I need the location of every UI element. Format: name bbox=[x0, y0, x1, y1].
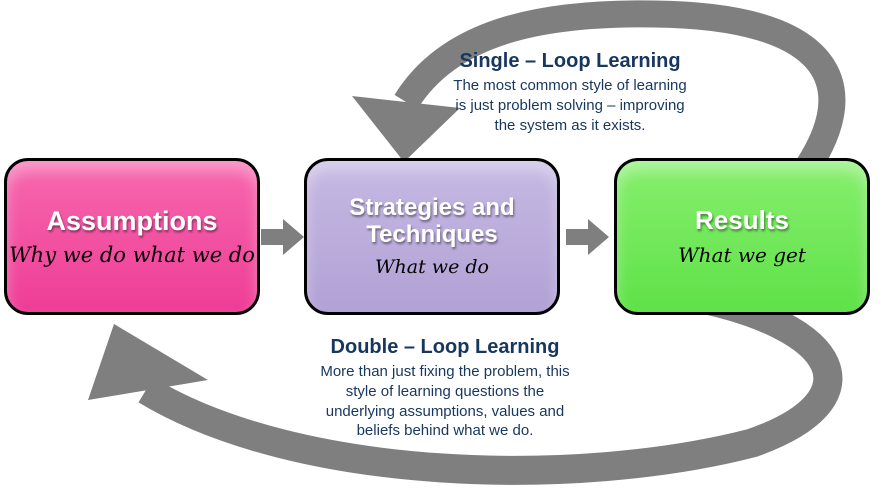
assumptions-box: Assumptions Why we do what we do bbox=[4, 158, 260, 315]
single-loop-line-3: the system as it exists. bbox=[494, 116, 646, 134]
double-loop-title: Double – Loop Learning bbox=[330, 336, 560, 358]
single-loop-label: Single – Loop Learning The most common s… bbox=[400, 50, 740, 135]
double-loop-arrow bbox=[138, 281, 843, 485]
double-loop-line-3: underlying assumptions, values and bbox=[325, 402, 565, 420]
single-loop-title: Single – Loop Learning bbox=[459, 50, 681, 72]
double-loop-line-4: beliefs behind what we do. bbox=[356, 422, 534, 440]
assumptions-title: Assumptions bbox=[46, 205, 218, 236]
single-loop-arrowhead-icon bbox=[352, 96, 460, 162]
double-loop-line-1: More than just fixing the problem, this bbox=[320, 363, 570, 380]
results-subtitle: What we get bbox=[678, 242, 806, 267]
strategies-box: Strategies and Techniques What we do bbox=[304, 158, 560, 315]
double-loop-line-2: style of learning questions the bbox=[345, 382, 545, 400]
double-loop-arrowhead-icon bbox=[88, 324, 208, 400]
results-title: Results bbox=[695, 205, 789, 236]
strategies-title: Strategies and Techniques bbox=[349, 194, 515, 248]
assumptions-subtitle: Why we do what we do bbox=[9, 243, 255, 268]
flow-arrow-assumptions-to-strategies-icon bbox=[261, 219, 304, 255]
strategies-subtitle: What we do bbox=[375, 255, 489, 278]
single-loop-arrow bbox=[394, 0, 846, 194]
flow-arrow-strategies-to-results-icon bbox=[566, 219, 609, 255]
single-loop-line-1: The most common style of learning bbox=[453, 77, 687, 94]
results-box: Results What we get bbox=[614, 158, 870, 315]
single-loop-line-2: is just problem solving – improving bbox=[455, 96, 685, 114]
double-loop-label: Double – Loop Learning More than just fi… bbox=[280, 336, 610, 441]
